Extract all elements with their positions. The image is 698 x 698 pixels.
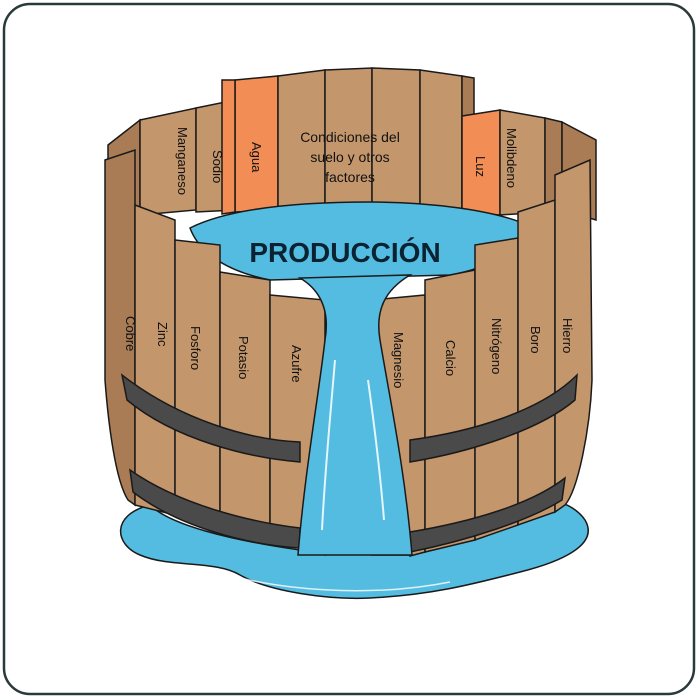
stave-label-fosforo: Fosforo (188, 326, 203, 370)
stave-label-zinc: Zinc (155, 322, 170, 347)
stave-label-hierro: Hierro (560, 318, 575, 353)
stave-label-magnesio: Magnesio (391, 332, 406, 388)
center-label-line-3: factores (325, 169, 375, 185)
metal-bands (120, 373, 578, 553)
stave-label-potasio: Potasio (236, 336, 251, 379)
stave-label-agua: Agua (249, 142, 264, 173)
stave-label-molibdeno: Molibdeno (504, 128, 519, 188)
stream-highlight-2 (367, 379, 385, 521)
center-label-line-2: suelo y otros (310, 149, 389, 165)
stave-label-cobre: Cobre (123, 316, 138, 351)
center-label-line-1: Condiciones del (300, 129, 400, 145)
water-stream (297, 274, 413, 556)
front-left-staves (104, 148, 326, 557)
stave-label-nitrogeno: Nitrógeno (489, 318, 504, 374)
stave-label-calcio: Calcio (443, 340, 458, 376)
production-title: PRODUCCIÓN (249, 237, 440, 268)
stave-label-manganeso: Manganeso (175, 127, 190, 195)
stave-label-sodio: Sodio (210, 150, 225, 183)
stave-label-azufre: Azufre (289, 345, 304, 383)
stave-label-luz: Luz (473, 156, 488, 177)
stream-highlight-1 (321, 359, 336, 531)
back-staves (107, 67, 597, 227)
stave-label-boro: Boro (528, 326, 543, 353)
puddle-ripple (239, 577, 451, 592)
